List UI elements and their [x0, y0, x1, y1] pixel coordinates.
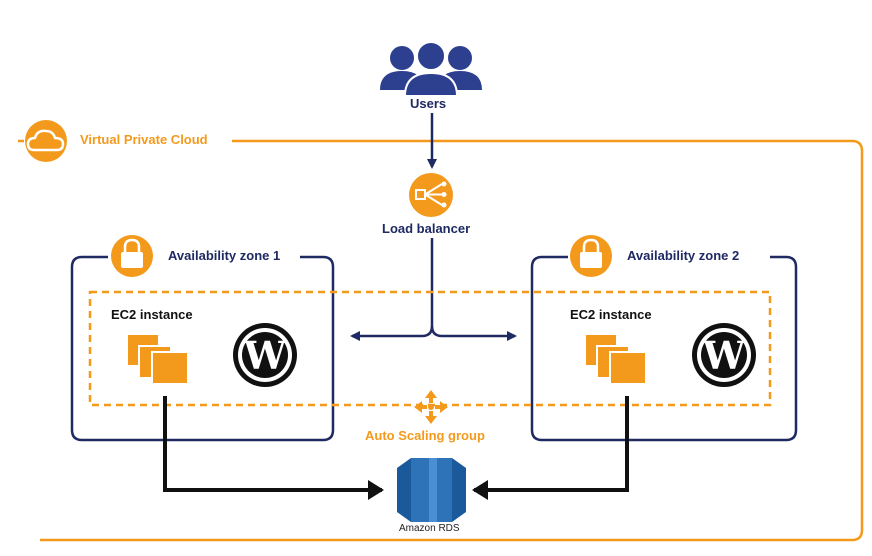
vpc-boundary: [40, 139, 864, 542]
availability-zone-1-box: [70, 255, 335, 442]
availability-zone-1-label: Availability zone 1: [168, 248, 281, 263]
cloud-icon: [25, 120, 67, 162]
load-balancer-icon: [409, 173, 453, 217]
svg-text:W: W: [243, 333, 288, 378]
ec2-to-rds-connector: [163, 396, 384, 500]
load-balancer-label: Load balancer: [382, 221, 471, 236]
ec2-instance-label: EC2 instance: [111, 307, 193, 322]
auto-scaling-icon: [414, 390, 448, 424]
availability-zone-2-box: [530, 255, 798, 442]
ec2-to-rds-connector: [472, 396, 629, 500]
lb-distribution-line: [350, 238, 434, 341]
ec2-instances-icon: [126, 333, 189, 385]
lock-icon: [570, 235, 612, 277]
wordpress-logo-icon: W: [233, 323, 297, 387]
lock-icon: [111, 235, 153, 277]
wordpress-logo-icon: W: [692, 323, 756, 387]
availability-zone-2-label: Availability zone 2: [627, 248, 740, 263]
vpc-label: Virtual Private Cloud: [80, 132, 208, 147]
lb-distribution-line: [430, 325, 517, 341]
amazon-rds-icon: [397, 458, 466, 522]
ec2-instance-label: EC2 instance: [570, 307, 652, 322]
ec2-instances-icon: [584, 333, 647, 385]
auto-scaling-group-label: Auto Scaling group: [365, 428, 485, 443]
amazon-rds-label: Amazon RDS: [399, 523, 460, 534]
users-label: Users: [410, 96, 447, 111]
users-icon: [380, 41, 482, 97]
svg-text:W: W: [702, 333, 747, 378]
